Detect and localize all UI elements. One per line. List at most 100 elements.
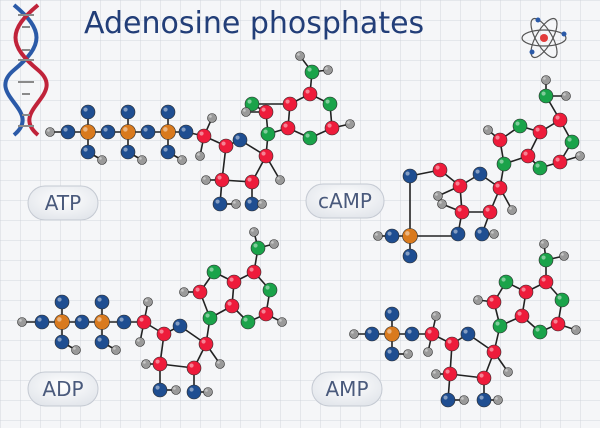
atom-highlight [63,127,68,132]
atom-highlight [205,389,208,392]
atom-highlight [175,321,180,326]
atom-C [482,204,498,220]
molecule-camp-atoms [373,75,585,264]
atom-highlight [521,287,526,292]
atom-P [54,314,70,330]
atom-C [520,148,536,164]
atom-C [538,274,554,290]
atom-H [349,329,359,339]
atom-highlight [485,127,488,130]
atom-C [196,128,212,144]
atom-O [402,168,418,184]
atom-C [258,148,274,164]
atom-N [240,314,256,330]
atom-highlight [509,207,512,210]
atom-highlight [479,373,484,378]
atom-highlight [271,241,274,244]
atom-highlight [523,151,528,156]
atom-C [454,204,470,220]
atom-highlight [143,127,148,132]
atom-C [198,336,214,352]
label-pill-adp: ADP [27,371,99,407]
atom-O [384,228,400,244]
atom-N [538,88,554,104]
atom-highlight [209,115,212,118]
atom-highlight [201,339,206,344]
atom-highlight [251,229,254,232]
atom-H [575,151,585,161]
atom-H [135,337,145,347]
atom-O [178,124,194,140]
atom-P [94,314,110,330]
atom-highlight [197,153,200,156]
atom-highlight [297,53,300,56]
atom-C [218,138,234,154]
atom-highlight [77,317,82,322]
atom-H [269,239,279,249]
atom-P [402,228,418,244]
atom-highlight [143,361,146,364]
atom-highlight [247,177,252,182]
atom-H [277,317,287,327]
atom-C [302,86,318,102]
atom-O [152,382,168,398]
atom-highlight [263,129,268,134]
atom-C [136,314,152,330]
atom-C [550,316,566,332]
atom-highlight [427,329,432,334]
atom-H [431,369,441,379]
atom-highlight [261,107,266,112]
atom-N [302,130,318,146]
atom-highlight [433,313,436,316]
atom-highlight [285,99,290,104]
atom-highlight [253,243,258,248]
atom-highlight [259,201,262,204]
atom-highlight [265,285,270,290]
atom-C [444,336,460,352]
atom-highlight [181,289,184,292]
atom-N [244,96,260,112]
atom-highlight [261,151,266,156]
atom-highlight [495,135,500,140]
atom-O [172,318,188,334]
atom-H [507,205,517,215]
atom-C [280,120,296,136]
atom-highlight [367,329,372,334]
atom-C [432,162,448,178]
atom-highlight [139,157,142,160]
atom-C [258,104,274,120]
atom-O [54,334,70,350]
atom-N [202,310,218,326]
atom-C [518,284,534,300]
atom-highlight [99,157,102,160]
atom-highlight [217,175,222,180]
atom-H [203,387,213,397]
atom-highlight [407,329,412,334]
atom-O [60,124,76,140]
atom-highlight [235,135,240,140]
atom-N [564,134,580,150]
atom-H [323,65,333,75]
atom-H [111,345,121,355]
atom-C [324,120,340,136]
atom-H [177,155,187,165]
atom-N [206,264,222,280]
atom-H [483,125,493,135]
molecule-adp-atoms [17,227,287,400]
atom-O [94,334,110,350]
atom-highlight [479,395,484,400]
atom-highlight [433,371,436,374]
atom-highlight [567,137,572,142]
label-amp: AMP [326,377,369,401]
atom-highlight [405,171,410,176]
atom-H [275,175,285,185]
atom-C [186,360,202,376]
atom-highlight [57,297,62,302]
atom-layer [17,51,585,408]
atom-H [541,75,551,85]
atom-H [403,349,413,359]
atom-N [262,282,278,298]
atom-O [120,144,136,160]
atom-H [503,367,513,377]
atom-O [80,104,96,120]
